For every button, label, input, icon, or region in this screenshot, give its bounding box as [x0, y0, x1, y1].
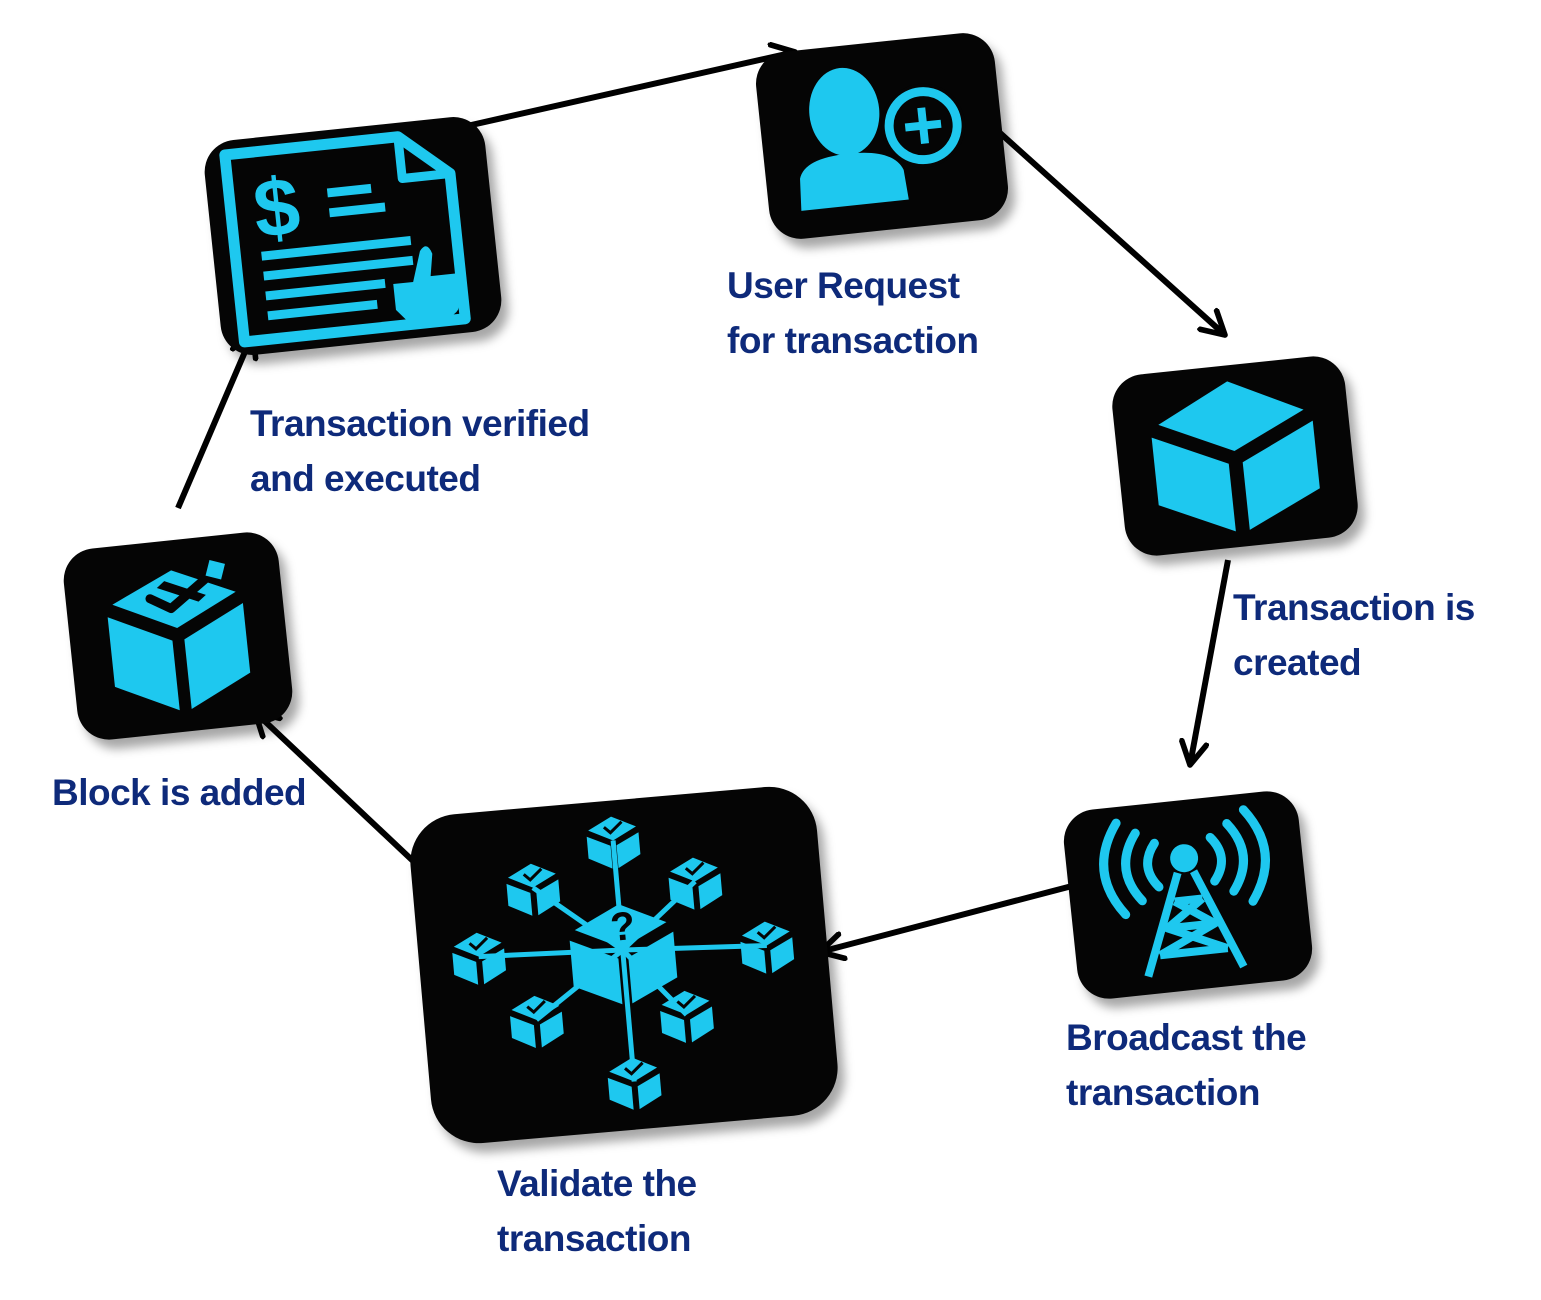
tile-block-added — [60, 529, 296, 743]
tile-broadcast — [1060, 788, 1316, 1002]
label-broadcast: Broadcast the transaction — [1066, 1017, 1307, 1113]
tile-transaction-created — [1109, 353, 1361, 559]
cube-icon — [1151, 381, 1320, 532]
network-blocks-icon: ? — [449, 812, 797, 1114]
broadcast-tower-icon — [1099, 805, 1270, 978]
label-validate: Validate the transaction — [497, 1163, 697, 1259]
user-add-icon — [800, 67, 966, 211]
label-transaction-verified: Transaction verified and executed — [250, 403, 590, 499]
tile-validate: ? — [406, 782, 842, 1148]
label-block-added: Block is added — [52, 772, 307, 813]
arrow-validate-to-block-added — [255, 712, 433, 880]
tile-transaction-verified: $ — [201, 113, 505, 359]
label-user-request: User Request for transaction — [727, 265, 979, 361]
svg-text:?: ? — [609, 904, 637, 950]
arrow-created-to-broadcast — [1190, 559, 1231, 765]
invoice-document-icon: $ — [219, 131, 471, 348]
arrow-user-request-to-created — [997, 130, 1225, 335]
arrow-block-added-to-verified — [175, 333, 253, 510]
svg-text:$: $ — [249, 161, 304, 256]
arrow-verified-to-user-request — [457, 52, 795, 131]
label-transaction-created: Transaction is created — [1233, 587, 1475, 683]
block-check-icon — [107, 560, 251, 711]
tile-user-request — [752, 29, 1012, 243]
arrow-broadcast-to-validate — [820, 883, 1073, 952]
